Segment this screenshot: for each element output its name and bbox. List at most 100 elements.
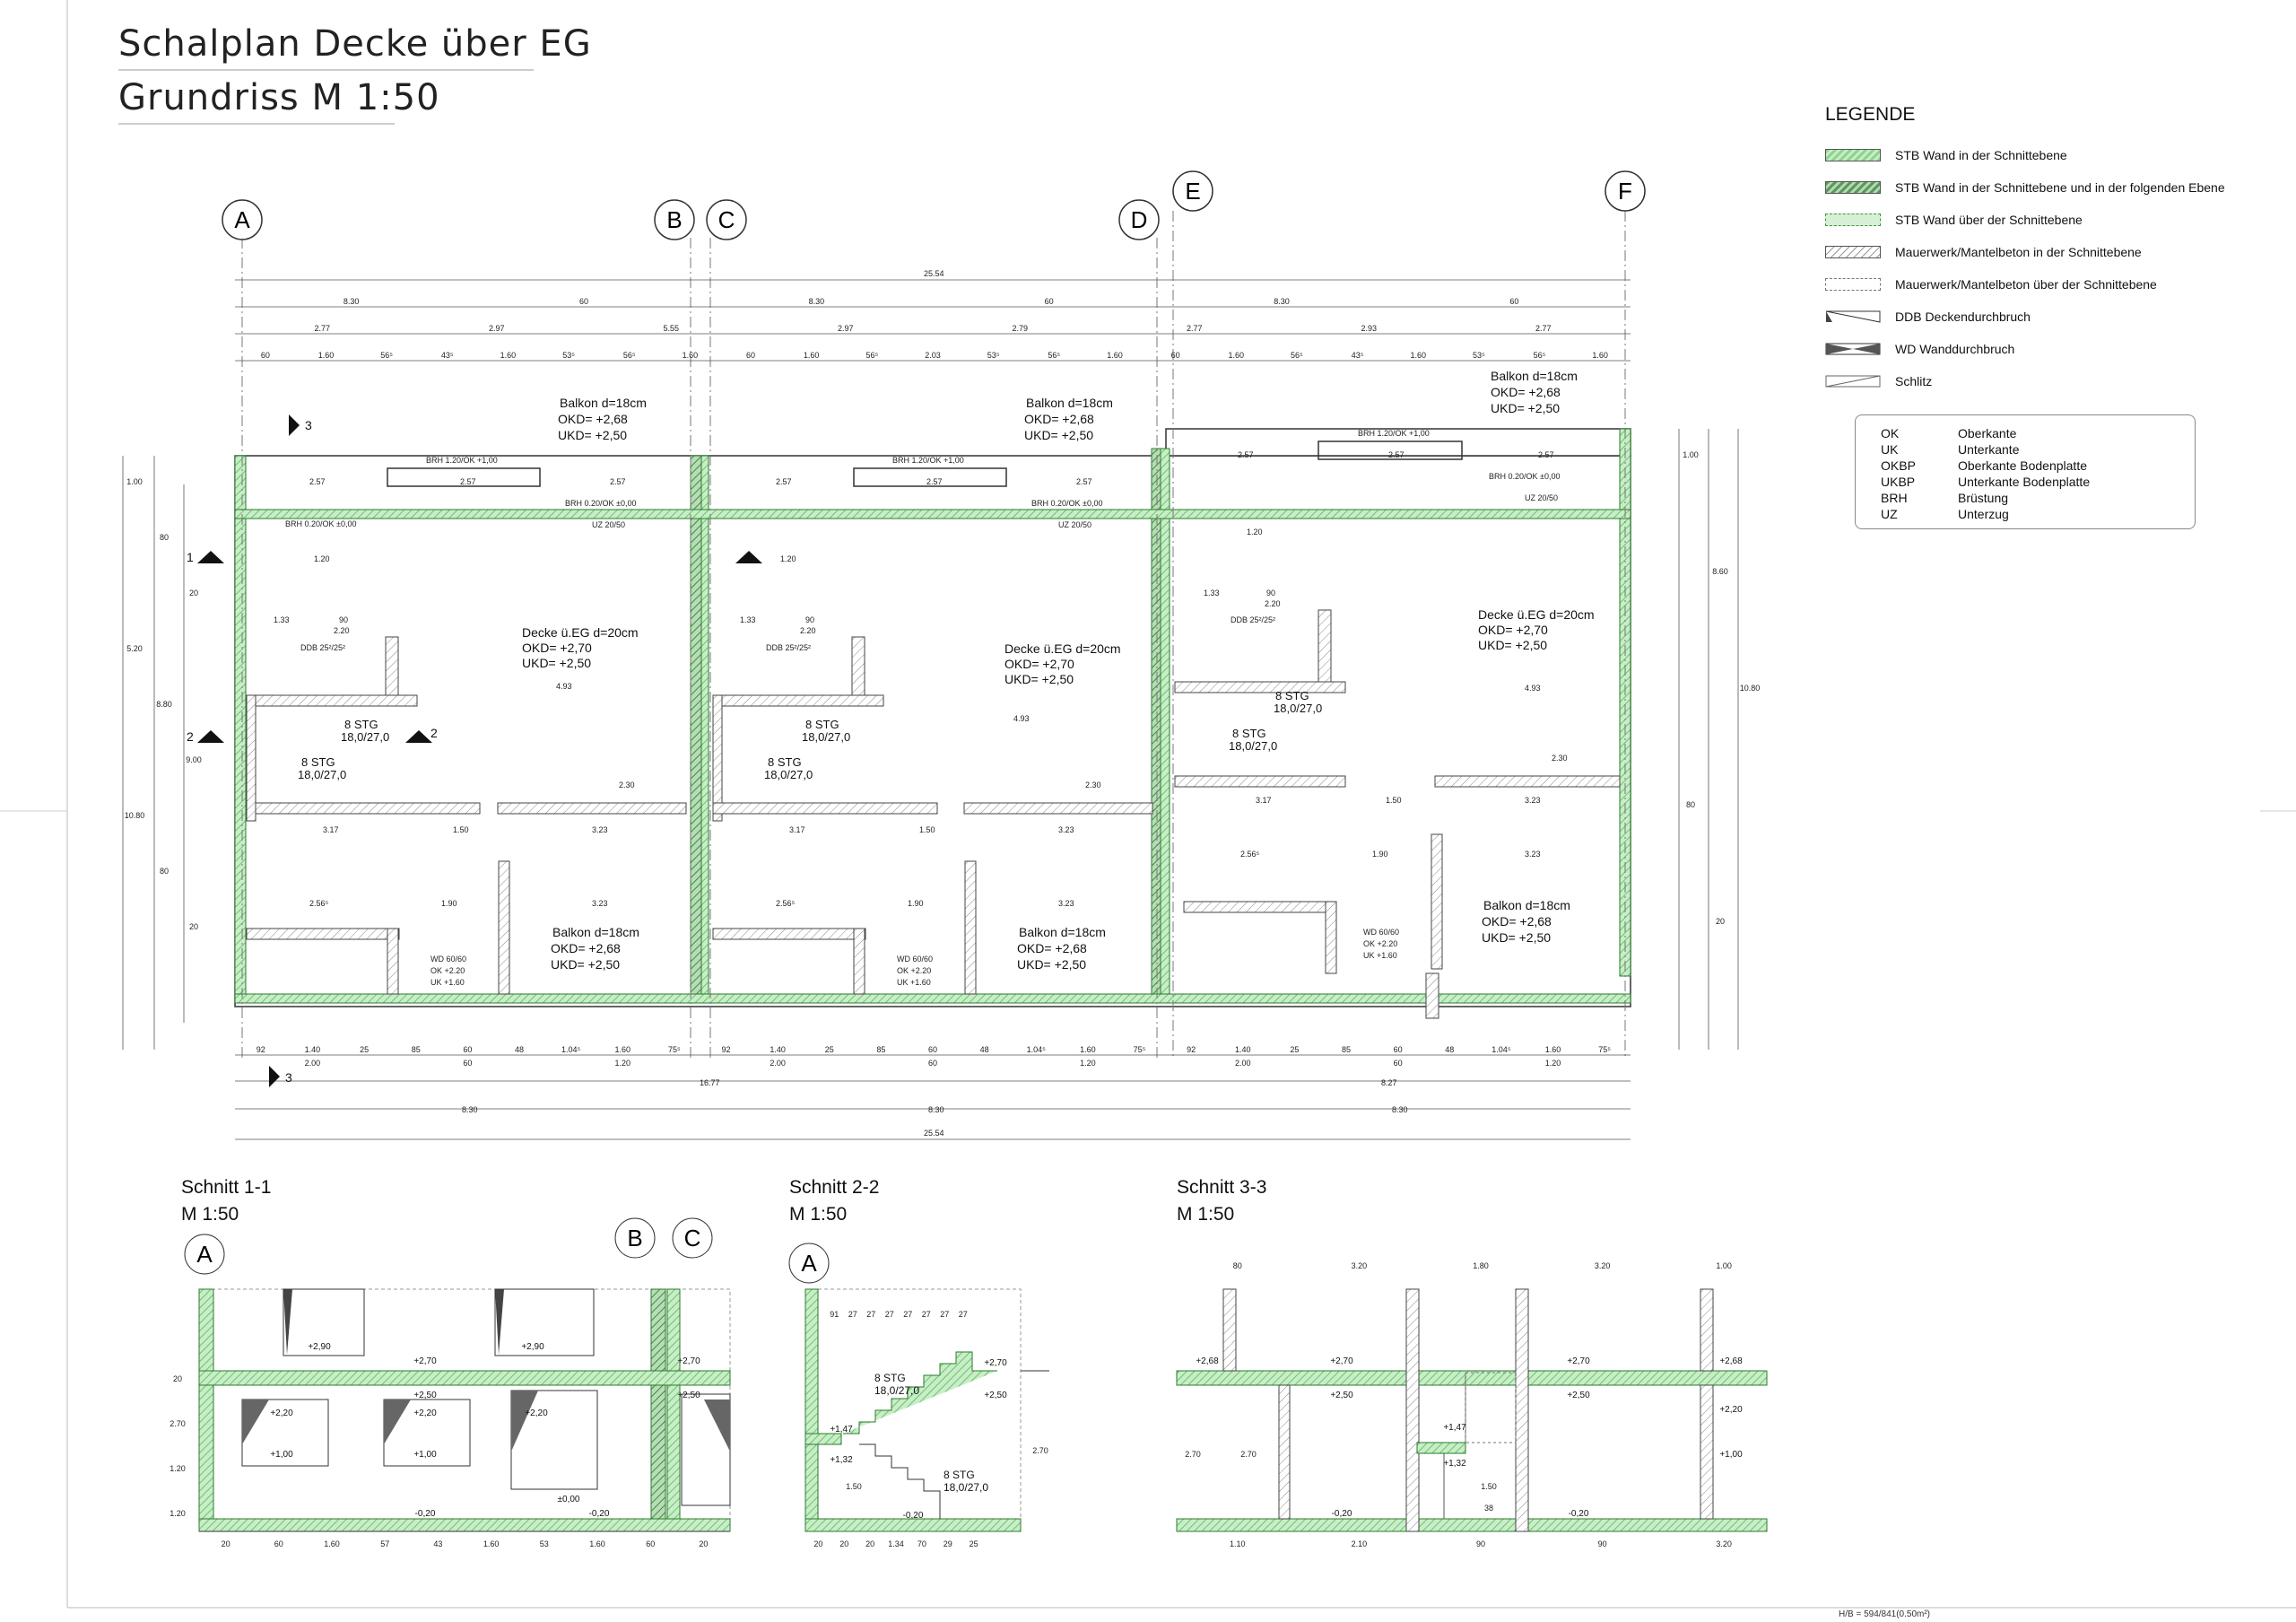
dimension-bottom-chain: 25 (360, 1045, 369, 1054)
total-top-dimension: 25.54 (924, 269, 944, 278)
section-dimension: 1.20 (170, 1509, 186, 1518)
ddb-label: DDB 25²/25² (766, 643, 811, 652)
dimension-top-chain: 2.77 (1187, 324, 1203, 333)
dimension-bottom-chain: 1.40 (770, 1045, 786, 1054)
balcony-label: Balkon d=18cm (1026, 396, 1113, 410)
balcony-label: Balkon d=18cm (1483, 898, 1570, 912)
dimension-bottom-chain: 60 (928, 1059, 937, 1068)
section-dimension: 20 (865, 1539, 874, 1548)
dimension-top-chain: 53⁵ (1473, 351, 1485, 360)
dimension-top-chain: 60 (1171, 351, 1180, 360)
section-dimension: 1.34 (888, 1539, 904, 1548)
dimension-bottom-chain: 1.04⁵ (1027, 1045, 1047, 1054)
dimension-bottom-chain: 85 (876, 1045, 885, 1054)
stair-section (859, 1443, 941, 1519)
section-dimension: 3.20 (1716, 1539, 1732, 1548)
dimension-top-chain: 60 (1045, 297, 1054, 306)
balcony-okd: OKD= +2,68 (558, 412, 628, 426)
dimension-note: 2.57 (1076, 477, 1092, 486)
dimension-bottom-chain: 92 (721, 1045, 730, 1054)
ceiling-opening-icon (384, 1400, 411, 1444)
dimension-bottom-chain: 1.20 (1545, 1059, 1561, 1068)
dimension-note: 3.23 (1525, 796, 1541, 805)
legend-item: WD Wanddurchbruch (1825, 339, 2014, 359)
uz-note: UZ 20/50 (1058, 520, 1091, 529)
section-marker-label: 2 (187, 729, 194, 744)
dimension-note: 4.93 (1013, 714, 1030, 723)
slab-ukd: UKD= +2,50 (1004, 672, 1074, 686)
level-marker: +1,32 (830, 1455, 853, 1465)
dimension-note: 2.30 (1085, 780, 1101, 789)
section-dimension: 1.10 (1230, 1539, 1246, 1548)
section-marker-icon (269, 1066, 280, 1087)
dimension-left-chain: 20 (189, 589, 198, 597)
dimension-lines (122, 279, 1739, 1140)
slab-label: Decke ü.EG d=20cm (1004, 641, 1121, 656)
dimension-bottom-chain: 60 (1394, 1059, 1403, 1068)
dimension-note: 2.20 (800, 626, 816, 635)
section-dimension: 27 (885, 1310, 894, 1319)
small-notes: DDB 25²/25² DDB 25²/25² DDB 25²/25² WD 6… (274, 429, 1568, 987)
dimension-note: 1.90 (441, 899, 457, 908)
dimension-bottom-chain: 60 (1394, 1045, 1403, 1054)
dimension-note: 90 (805, 615, 814, 624)
section-dimension: 38 (1484, 1504, 1493, 1513)
balcony-okd: OKD= +2,68 (1482, 914, 1552, 929)
wd-uk: UK +1.60 (430, 978, 465, 987)
section-marker-icon (197, 730, 224, 743)
balcony-ukd: UKD= +2,50 (1491, 401, 1560, 415)
section-dimension: 3.20 (1595, 1261, 1611, 1270)
dashed-grey-icon (1825, 278, 1881, 291)
legend-item: STB Wand in der Schnittebene und in der … (1825, 178, 2225, 197)
section-marker-icon (197, 551, 224, 563)
dimension-top-chain: 1.60 (500, 351, 517, 360)
balcony-ukd: UKD= +2,50 (551, 957, 620, 972)
level-marker: +2,50 (1567, 1391, 1590, 1400)
dimension-bottom-chain: 1.60 (1080, 1045, 1096, 1054)
dimension-top-chain: 56⁵ (380, 351, 393, 360)
section-dimension: 27 (848, 1310, 857, 1319)
dimension-note: 1.50 (1386, 796, 1402, 805)
dimension-left-chain: 80 (160, 533, 169, 542)
dimension-note: 2.20 (334, 626, 350, 635)
dimension-bottom-chain: 48 (515, 1045, 524, 1054)
dimension-note: 2.57 (460, 477, 476, 486)
balcony-label: Balkon d=18cm (552, 925, 639, 939)
axis-bubble-icon (654, 199, 695, 240)
section-3-3: Schnitt 3-3 M 1:50 +2,68+2,70+2,50+2,70+… (1176, 1177, 1768, 1548)
dimension-note: 3.23 (1058, 825, 1074, 834)
dimension-bottom-chain: 25 (1290, 1045, 1299, 1054)
stair-count: 8 STG (944, 1469, 975, 1481)
dimension-left-chain: 5.20 (126, 644, 143, 653)
bottom-dimension: 8.30 (1392, 1105, 1408, 1114)
dimension-top-chain: 2.97 (489, 324, 505, 333)
dimension-bottom-chain: 1.20 (614, 1059, 631, 1068)
section-dimension: 43 (433, 1539, 442, 1548)
dimension-left-chain: 80 (160, 867, 169, 876)
balcony-label: Balkon d=18cm (1491, 369, 1578, 383)
slab-okd: OKD= +2,70 (1478, 623, 1548, 637)
dimension-note: 2.57 (1238, 450, 1254, 459)
wd-label: WD 60/60 (430, 955, 466, 964)
balcony-ukd: UKD= +2,50 (1017, 957, 1086, 972)
stair-size: 18,0/27,0 (944, 1481, 988, 1494)
section-dimension: 29 (944, 1539, 952, 1548)
brh-note: BRH 1.20/OK +1,00 (426, 456, 498, 465)
slab-ukd: UKD= +2,50 (1478, 638, 1547, 652)
dimension-bottom-chain: 1.60 (1545, 1045, 1561, 1054)
section-dimension: 1.60 (324, 1539, 340, 1548)
dimension-top-chain: 60 (1509, 297, 1518, 306)
dimension-note: 2.57 (610, 477, 626, 486)
stair-count: 8 STG (1275, 689, 1309, 702)
axis-bubble-icon (1172, 170, 1213, 212)
dimension-note: 3.17 (789, 825, 805, 834)
dimension-note: 4.93 (1525, 684, 1541, 693)
section-1-1: Schnitt 1-1 M 1:50 +2,90+2,90+2,70+2,70+… (170, 1177, 731, 1548)
wd-ok: OK +2.20 (897, 966, 931, 975)
slab-okd: OKD= +2,70 (1004, 657, 1074, 671)
axis-bubble-icon (1605, 170, 1646, 212)
wall-opening-icon (1825, 343, 1881, 355)
